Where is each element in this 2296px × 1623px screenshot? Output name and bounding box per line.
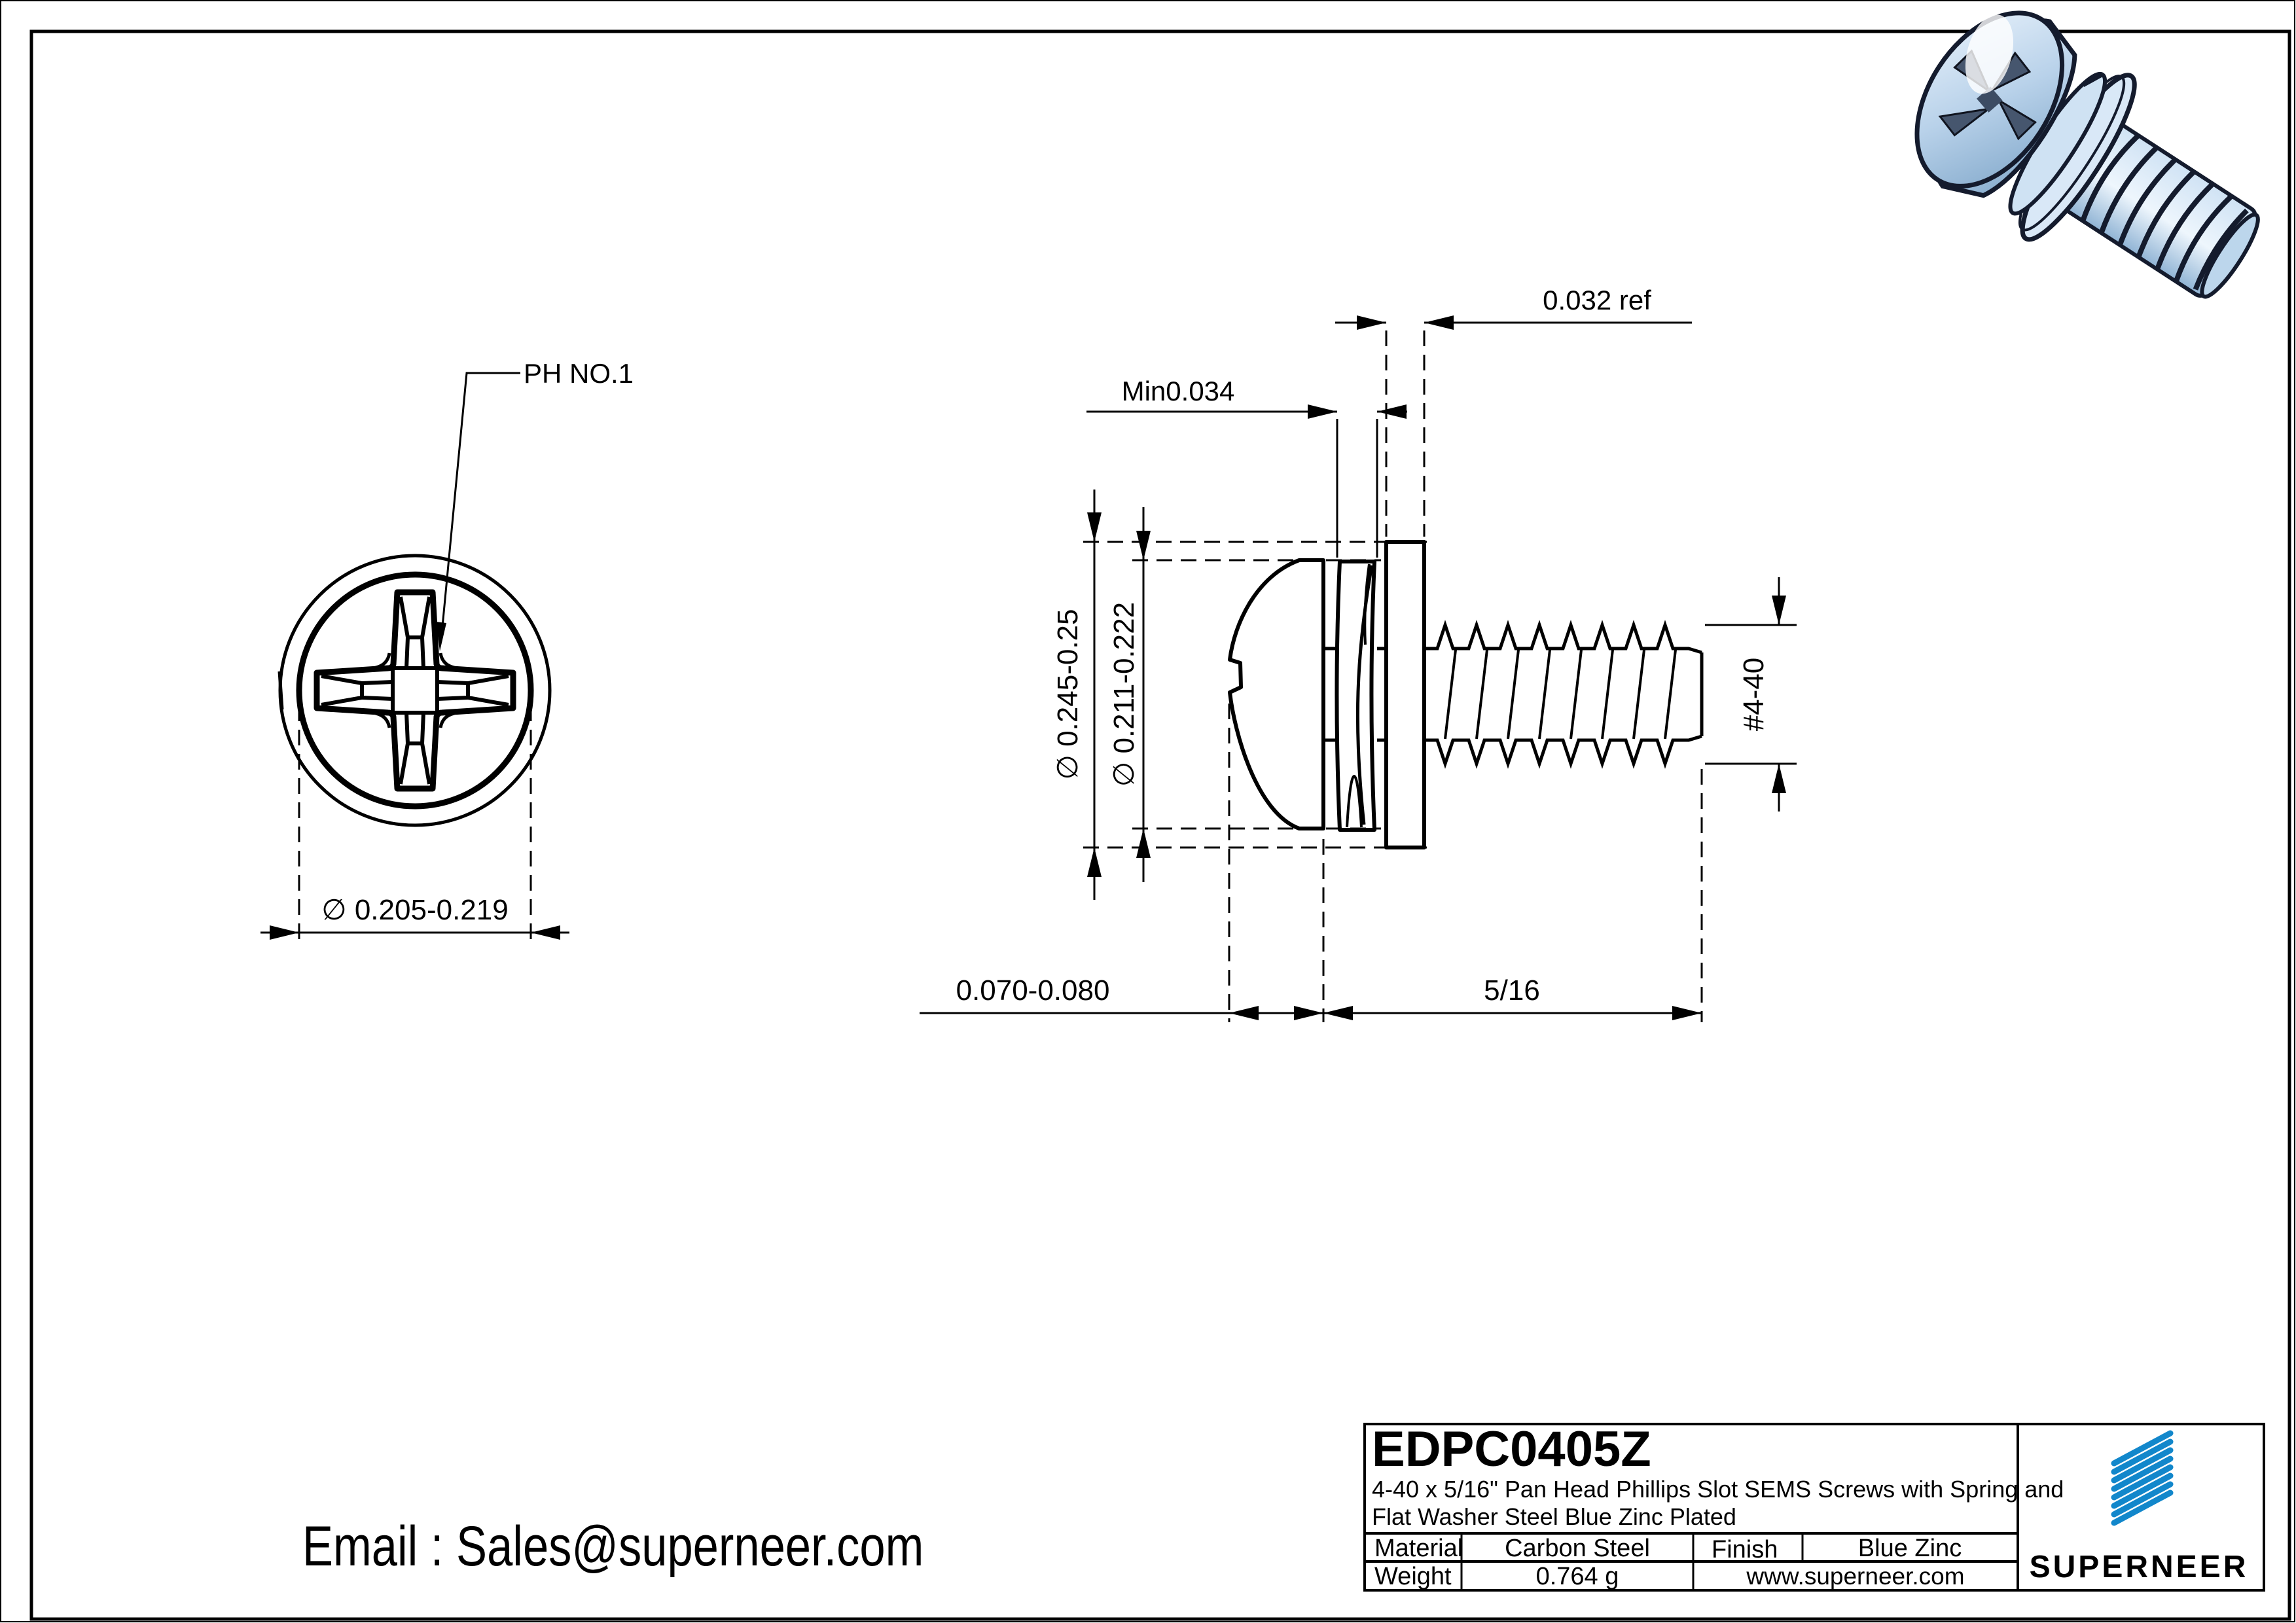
weight-label: Weight <box>1374 1563 1452 1590</box>
front-view: PH NO.1 ∅ 0.205-0.219 <box>260 358 634 948</box>
title-block-border <box>1363 1423 2265 1592</box>
drawing-frame-border <box>29 29 2291 1621</box>
description-line2: Flat Washer Steel Blue Zinc Plated <box>1372 1503 1736 1530</box>
head-od-text: ∅ 0.211-0.222 <box>1108 602 1140 787</box>
thread-length-text: 5/16 <box>1484 974 1540 1007</box>
contact-email[interactable]: Email : Sales@superneer.com <box>302 1514 924 1577</box>
phillips-recess <box>314 589 516 792</box>
render-3d-screw <box>1914 10 2260 299</box>
threaded-shank <box>1424 620 1704 769</box>
description-line1: 4-40 x 5/16" Pan Head Phillips Slot SEMS… <box>1372 1476 2064 1503</box>
shank-gap-lines <box>1323 647 1437 742</box>
superneer-logo: SUPERNEER <box>2030 1430 2249 1584</box>
spring-washer-profile <box>1335 560 1376 832</box>
ph-leader-arrow <box>436 622 446 651</box>
render-thread-ridges <box>2081 134 2249 291</box>
material-label: Material <box>1374 1535 1463 1562</box>
head-od-dimension: ∅ 0.211-0.222 <box>1108 507 1151 882</box>
brand-name: SUPERNEER <box>2030 1550 2249 1584</box>
thread-size-dimension: #4-40 <box>1705 577 1797 812</box>
phillips-outer-outline <box>314 589 516 792</box>
phillips-fillets <box>375 652 455 728</box>
washer-outline-circle <box>278 554 552 827</box>
head-height-text: 0.070-0.080 <box>956 974 1110 1007</box>
spring-split <box>1346 775 1363 828</box>
spring-min-dimension: Min0.034 <box>1086 376 1407 558</box>
ph-label: PH NO.1 <box>524 358 634 389</box>
side-view: 0.032 ref Min0.034 ∅ 0.245-0.25 ∅ 0.211-… <box>920 285 1797 1022</box>
finish-value: Blue Zinc <box>1858 1535 1962 1562</box>
thread-top-zigzag <box>1424 620 1702 654</box>
website-link[interactable]: www.superneer.com <box>1746 1563 1964 1590</box>
finish-label: Finish <box>1712 1536 1778 1563</box>
phillips-bevel-wedges <box>321 596 509 785</box>
flat-washer-profile <box>1384 540 1426 849</box>
spring-min-text: Min0.034 <box>1122 376 1235 406</box>
part-number: EDPC0405Z <box>1372 1421 1651 1477</box>
front-diameter-dimension: ∅ 0.205-0.219 <box>260 705 569 948</box>
washer-thickness-text: 0.032 ref <box>1543 285 1651 315</box>
material-value: Carbon Steel <box>1505 1535 1650 1562</box>
phillips-center-square <box>391 666 439 715</box>
length-dimensions: 0.070-0.080 5/16 <box>920 974 1702 1020</box>
washer-od-dimension: ∅ 0.245-0.25 <box>1052 490 1102 900</box>
thread-bottom-zigzag <box>1424 734 1702 769</box>
spring-washer-split-mark <box>278 671 284 710</box>
ph-leader-line <box>440 372 520 641</box>
title-block: EDPC0405Z 4-40 x 5/16" Pan Head Phillips… <box>1363 1421 2265 1592</box>
ph-callout: PH NO.1 <box>436 358 634 651</box>
thread-size-text: #4-40 <box>1738 658 1770 732</box>
washer-thickness-dimension: 0.032 ref <box>1335 285 1692 330</box>
head-outline-circle <box>296 571 534 810</box>
washer-od-text: ∅ 0.245-0.25 <box>1052 609 1084 780</box>
weight-value: 0.764 g <box>1536 1563 1619 1590</box>
thread-flank-lines <box>1444 649 1677 740</box>
render-highlight <box>1965 14 2014 94</box>
pan-head-profile <box>1228 558 1325 830</box>
spring-top-arc <box>1363 563 1371 645</box>
render-shank-tip <box>2200 212 2260 299</box>
head-diameter-text: ∅ 0.205-0.219 <box>321 894 508 926</box>
logo-stripes-icon <box>2111 1430 2174 1526</box>
